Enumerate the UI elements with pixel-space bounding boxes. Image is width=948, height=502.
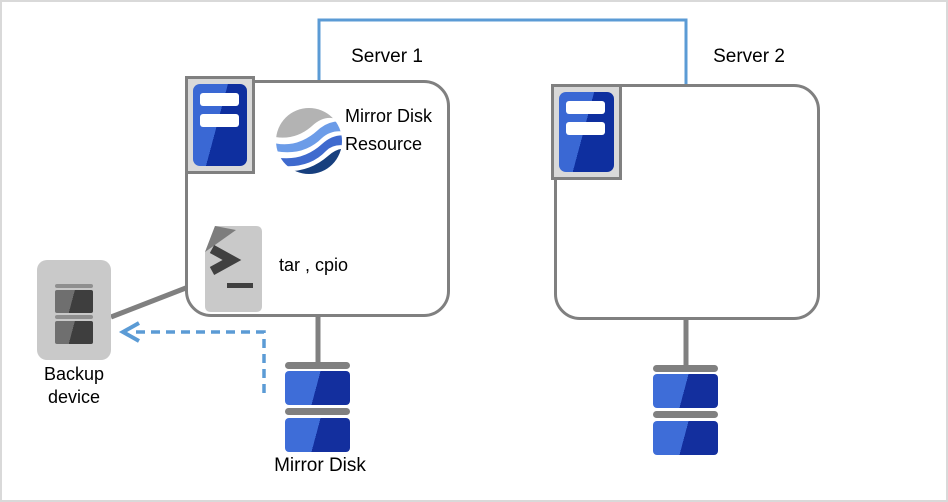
disk-cap <box>285 408 350 415</box>
server-icon-slot <box>200 93 239 106</box>
server1-server-icon <box>185 76 255 174</box>
server2-label: Server 2 <box>713 46 785 67</box>
tape-slot <box>55 290 93 313</box>
server-icon-slot <box>200 114 239 127</box>
server-icon-slot <box>566 122 605 135</box>
tape-slot-bar <box>55 284 93 288</box>
server-icon-slot <box>566 101 605 114</box>
mirror-disk-stack-server1 <box>285 362 350 452</box>
disk-cap <box>653 365 718 372</box>
script-file-icon <box>205 226 262 312</box>
mirror-disk-stack-server2 <box>653 365 718 455</box>
prompt-underscore-glyph <box>227 283 253 288</box>
globe-waves-icon <box>276 108 342 174</box>
restore-arrowhead-icon <box>118 321 140 343</box>
disk-platter <box>285 418 350 452</box>
disk-cap <box>285 362 350 369</box>
mirror-disk-label: Mirror Disk <box>274 455 366 476</box>
backup-device-label: Backup device <box>43 364 105 407</box>
disk-platter <box>653 421 718 455</box>
tape-drive-icon <box>37 260 111 360</box>
server2-box <box>554 84 820 320</box>
tape-slot-bar <box>55 315 93 319</box>
mirror-disk-resource-label: Mirror Disk Resource <box>345 106 432 154</box>
server-icon-body <box>559 92 614 172</box>
server-icon-body <box>193 84 247 166</box>
disk-cap <box>653 411 718 418</box>
server2-server-icon <box>551 84 622 180</box>
disk-platter <box>653 374 718 408</box>
server1-label: Server 1 <box>351 46 423 67</box>
restore-dashed-arrow <box>130 330 266 393</box>
tape-slot <box>55 321 93 344</box>
backup-commands-label: tar , cpio <box>279 255 349 275</box>
prompt-chevron-glyph <box>209 245 242 275</box>
disk-platter <box>285 371 350 405</box>
